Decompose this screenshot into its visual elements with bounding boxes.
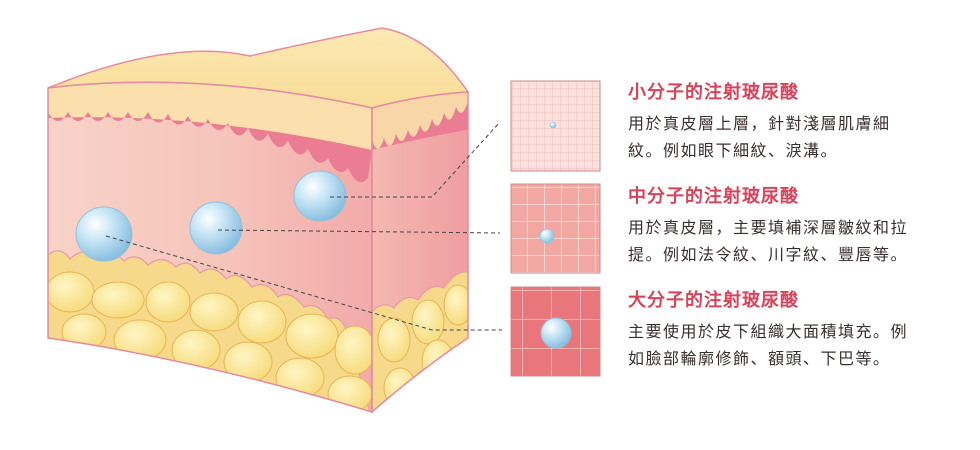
- desc-title-large: 大分子的注射玻尿酸: [628, 290, 799, 311]
- droplet-large-layer: [75, 206, 133, 262]
- hyaluronic-droplets: [75, 170, 347, 262]
- skin-block: [47, 27, 470, 414]
- droplet-small-layer: [293, 170, 347, 222]
- fat-cells: [48, 271, 372, 412]
- leader-lines: [105, 121, 502, 331]
- desc-small-molecule: 小分子的注射玻尿酸 用於真皮層上層，針對淺層肌膚細 紋。例如眼下細紋、淚溝。: [628, 82, 968, 164]
- desc-text-small: 用於真皮層上層，針對淺層肌膚細 紋。例如眼下細紋、淚溝。: [628, 114, 891, 160]
- leader-line-small: [330, 121, 501, 198]
- magnified-box-medium: [510, 183, 601, 274]
- epidermis-wave: [48, 112, 372, 183]
- magnified-box-small: [510, 80, 601, 172]
- desc-text-large: 主要使用於皮下組織大面積填充。例 如臉部輪廓修飾、額頭、下巴等。: [628, 322, 909, 368]
- magnified-box-large: [510, 286, 601, 377]
- desc-large-molecule: 大分子的注射玻尿酸 主要使用於皮下組織大面積填充。例 如臉部輪廓修飾、額頭、下巴…: [628, 290, 968, 372]
- desc-medium-molecule: 中分子的注射玻尿酸 用於真皮層，主要填補深層皺紋和拉 提。例如法令紋、川字紋、豐…: [628, 186, 968, 268]
- droplet-medium-layer: [189, 201, 243, 255]
- desc-title-medium: 中分子的注射玻尿酸: [628, 186, 799, 207]
- leader-line-large: [105, 235, 502, 331]
- desc-text-medium: 用於真皮層，主要填補深層皺紋和拉 提。例如法令紋、川字紋、豐唇等。: [628, 218, 909, 264]
- desc-title-small: 小分子的注射玻尿酸: [628, 82, 799, 103]
- leader-line-medium: [217, 229, 501, 234]
- epidermis-band: [48, 82, 372, 150]
